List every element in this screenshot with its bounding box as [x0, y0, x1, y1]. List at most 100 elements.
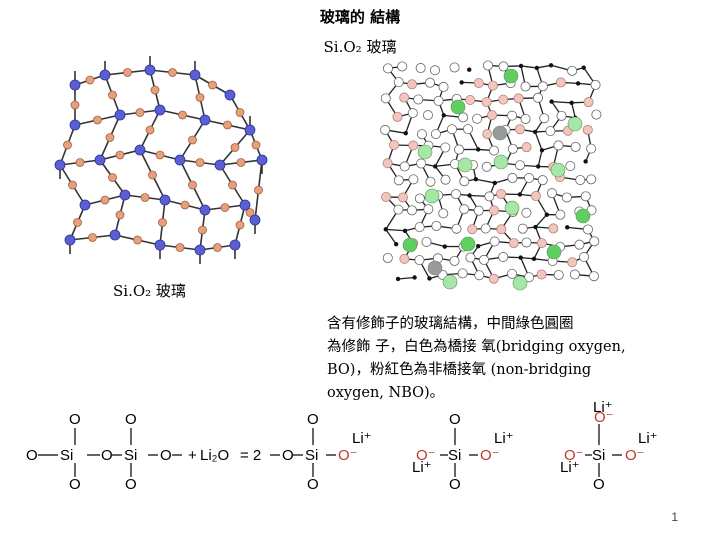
modifier-ion	[575, 208, 591, 224]
oxygen-atom	[85, 75, 95, 85]
eq-o-neg-4: O⁻	[594, 409, 614, 426]
non-bridging-oxygen	[408, 140, 419, 151]
bridging-oxygen	[545, 126, 556, 137]
modifier-ion	[442, 274, 458, 290]
eq-o-bottom-2: O	[125, 476, 137, 493]
silicon-atom	[583, 159, 588, 164]
eq-o-top-3: O	[307, 411, 319, 428]
oxygen-atom	[178, 110, 187, 120]
bridging-oxygen	[589, 236, 600, 247]
bridging-oxygen	[380, 124, 391, 135]
oxygen-atom	[188, 180, 197, 190]
non-bridging-oxygen	[399, 92, 410, 103]
bridging-oxygen	[454, 144, 465, 155]
bridging-oxygen	[382, 252, 393, 263]
oxygen-atom	[235, 220, 245, 230]
oxygen-atom	[105, 133, 115, 142]
silicon-atom	[565, 225, 570, 230]
bridging-oxygen	[580, 191, 591, 202]
non-bridging-oxygen	[489, 205, 500, 216]
non-bridging-oxygen	[498, 94, 509, 105]
modifier-ion	[503, 68, 519, 84]
eq-o-left-3: O	[282, 447, 294, 464]
silicon-atom	[383, 227, 389, 232]
non-bridging-oxygen	[536, 269, 547, 280]
bridging-oxygen	[458, 112, 469, 123]
bridging-oxygen	[462, 124, 473, 135]
bridging-oxygen	[579, 252, 590, 263]
silicon-atom	[536, 164, 541, 169]
bridging-oxygen	[397, 61, 408, 72]
oxygen-atom	[195, 158, 205, 167]
silicon-atom	[109, 229, 121, 241]
non-bridging-oxygen	[399, 253, 410, 264]
non-bridging-oxygen	[397, 192, 408, 203]
bridging-oxygen	[537, 175, 548, 186]
modifier-ion	[450, 99, 466, 115]
bridging-oxygen	[555, 209, 566, 220]
caption-line-2: 為修飾 子，白色為橋接 氧(bridging oxygen,	[327, 339, 626, 355]
oxygen-atom	[198, 225, 207, 235]
silicon-atom	[441, 113, 446, 118]
silicon-atom	[69, 119, 81, 131]
oxygen-atom	[228, 180, 237, 190]
oxygen-atom	[68, 180, 77, 190]
oxygen-atom	[175, 243, 185, 252]
silicon-atom	[544, 212, 550, 217]
silicon-atom	[467, 193, 472, 198]
oxygen-atom	[223, 120, 232, 130]
eq-li-4: Li⁺	[593, 399, 613, 416]
silicon-atom	[518, 255, 523, 260]
bridging-oxygen	[459, 176, 470, 187]
bridging-oxygen	[482, 60, 493, 71]
silicon-atom	[427, 276, 432, 281]
modifier-ion	[424, 188, 440, 204]
glass-bond	[385, 228, 406, 232]
bridging-oxygen	[440, 174, 451, 185]
oxygen-atom	[115, 210, 125, 220]
eq-li2o: Li₂O	[200, 447, 229, 464]
silicon-atom	[459, 80, 464, 85]
glass-bond	[571, 102, 576, 118]
oxygen-atom	[133, 235, 142, 245]
silicon-atom	[476, 147, 481, 152]
bridging-oxygen	[407, 108, 418, 119]
eq-li-2: Li⁺	[412, 459, 432, 476]
silicon-atom	[54, 159, 66, 171]
silicon-atom	[549, 99, 554, 104]
page-title: 玻璃的 結構	[319, 8, 401, 26]
silicon-atom	[569, 100, 574, 106]
non-bridging-oxygen	[382, 158, 393, 169]
non-bridging-oxygen	[482, 128, 493, 139]
eq-li-3: Li⁺	[494, 430, 514, 447]
eq-si-1: Si	[60, 447, 73, 464]
eq-si-5: Si	[592, 447, 605, 464]
bridging-oxygen	[517, 223, 528, 234]
bridging-oxygen	[440, 142, 451, 153]
oxygen-atom	[254, 185, 263, 195]
bridging-oxygen	[422, 110, 433, 121]
bridging-oxygen	[438, 208, 449, 219]
glass-bond	[534, 131, 543, 151]
bridging-oxygen	[565, 160, 576, 171]
bridging-oxygen	[449, 62, 460, 73]
bridging-oxygen	[489, 236, 500, 247]
bridging-oxygen	[556, 110, 567, 121]
oxygen-atom	[180, 200, 190, 210]
eq-li-6: Li⁺	[638, 430, 658, 447]
silicon-atom	[69, 79, 81, 91]
bridging-oxygen	[520, 81, 531, 92]
silicon-atom	[539, 148, 545, 153]
bridging-oxygen	[498, 61, 509, 72]
bridging-oxygen	[590, 79, 601, 90]
silicon-atom	[492, 180, 498, 186]
bridging-oxygen	[474, 270, 485, 281]
non-bridging-oxygen	[496, 188, 507, 199]
silicon-atom	[94, 154, 106, 166]
bridging-oxygen	[537, 81, 548, 92]
bridging-oxygen	[507, 110, 518, 121]
silicon-atom	[144, 64, 156, 76]
bridging-oxygen	[413, 94, 424, 105]
bridging-oxygen	[472, 113, 483, 124]
